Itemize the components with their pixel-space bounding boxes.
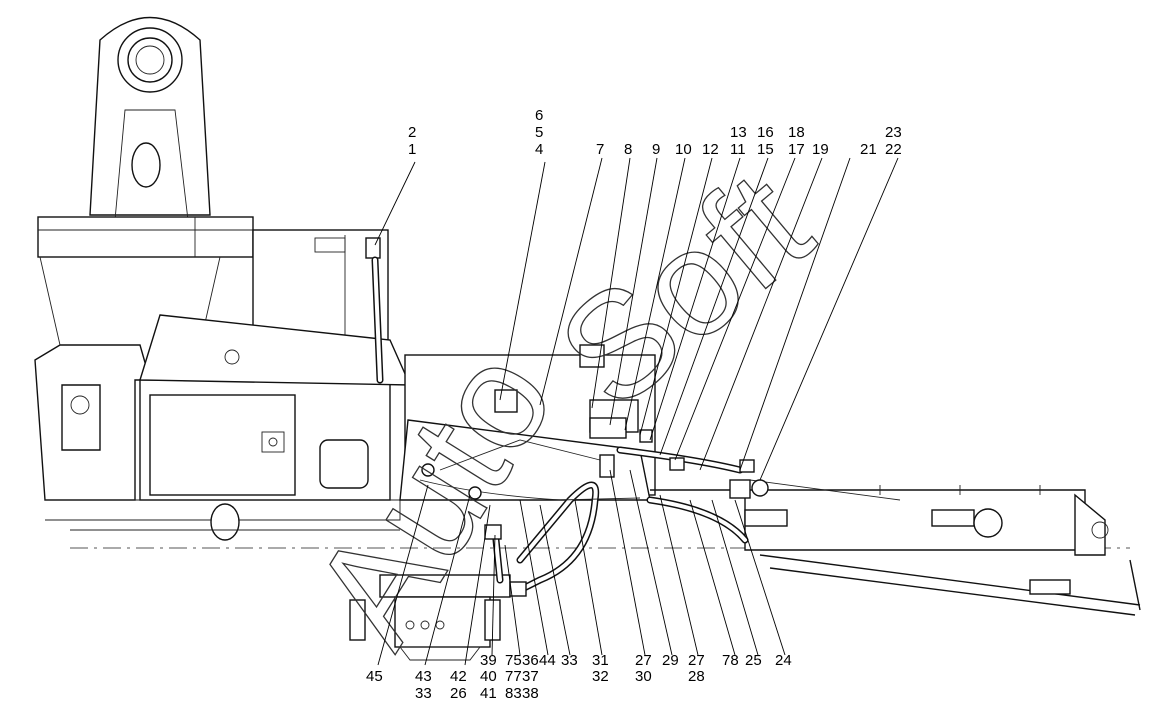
callout-23: 23 — [885, 124, 902, 141]
callout-21: 21 — [860, 141, 877, 158]
callout-13: 13 — [730, 124, 747, 141]
callout-40: 40 — [480, 668, 497, 685]
callout-27b: 27 — [688, 652, 705, 669]
callout-78: 78 — [722, 652, 739, 669]
callout-1: 1 — [408, 141, 416, 158]
callout-75: 75 — [505, 652, 522, 669]
callout-19: 19 — [812, 141, 829, 158]
callout-16: 16 — [757, 124, 774, 141]
callout-43: 43 — [415, 668, 432, 685]
callouts-bottom-row-3: 33 26 41 83 38 — [415, 685, 539, 702]
callout-37: 37 — [522, 668, 539, 685]
callout-33b: 33 — [415, 685, 432, 702]
callout-42: 42 — [450, 668, 467, 685]
callout-5: 5 — [535, 124, 543, 141]
callout-26: 26 — [450, 685, 467, 702]
callout-33a: 33 — [561, 652, 578, 669]
mast-structure — [37, 16, 254, 258]
central-frame — [399, 344, 656, 501]
callout-24: 24 — [775, 652, 792, 669]
callout-28: 28 — [688, 668, 705, 685]
callout-31: 31 — [592, 652, 609, 669]
callouts-bottom-row-2: 43 42 40 77 37 32 30 28 — [415, 668, 705, 685]
callout-15: 15 — [757, 141, 774, 158]
callout-44: 44 — [539, 652, 556, 669]
callout-7: 7 — [596, 141, 604, 158]
callout-38: 38 — [522, 685, 539, 702]
callout-25: 25 — [745, 652, 762, 669]
callout-10: 10 — [675, 141, 692, 158]
leader-lines — [374, 157, 899, 666]
callout-45: 45 — [366, 668, 383, 685]
hydraulic-hoses — [371, 256, 749, 594]
callout-36: 36 — [522, 652, 539, 669]
callout-32: 32 — [592, 668, 609, 685]
callout-2: 2 — [408, 124, 416, 141]
callout-22: 22 — [885, 141, 902, 158]
boom-arm — [650, 479, 1141, 616]
machine-body — [34, 256, 412, 541]
fittings — [421, 429, 769, 597]
callout-6: 6 — [535, 107, 543, 124]
callout-12: 12 — [702, 141, 719, 158]
callout-30: 30 — [635, 668, 652, 685]
callouts-top: 6 5 4 2 1 7 8 9 10 12 11 13 16 18 15 17 … — [408, 107, 902, 158]
callout-29: 29 — [662, 652, 679, 669]
callout-8: 8 — [624, 141, 632, 158]
callout-77: 77 — [505, 668, 522, 685]
callout-83: 83 — [505, 685, 522, 702]
callout-11: 11 — [730, 141, 746, 158]
callout-9: 9 — [652, 141, 660, 158]
callout-18: 18 — [788, 124, 805, 141]
callout-27a: 27 — [635, 652, 652, 669]
callouts-bottom-row-1: 45 39 75 36 44 33 31 27 29 27 78 25 24 — [366, 652, 792, 685]
callout-17: 17 — [788, 141, 805, 158]
callout-39: 39 — [480, 652, 497, 669]
callout-4: 4 — [535, 141, 543, 158]
callout-41: 41 — [480, 685, 497, 702]
